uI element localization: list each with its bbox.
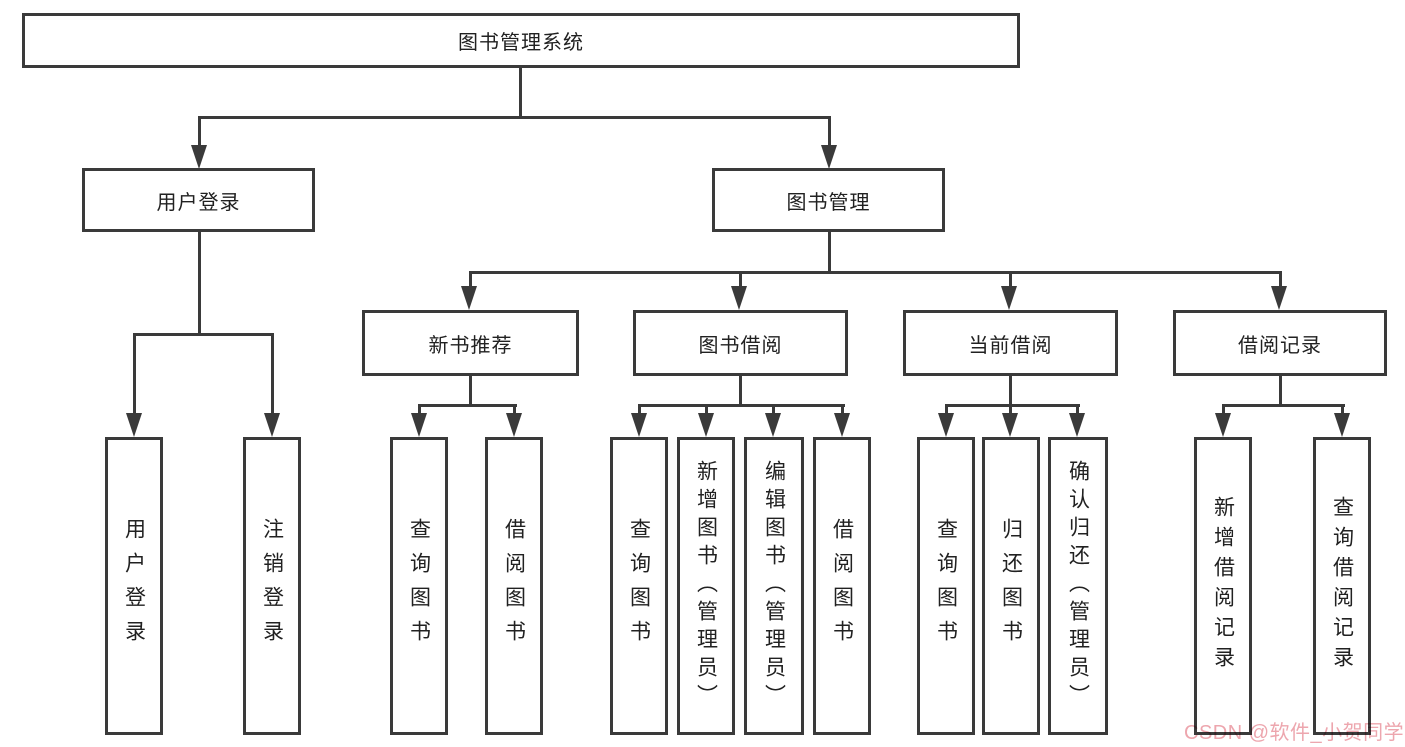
connector-drop-b1 bbox=[418, 404, 421, 415]
arrow-to-current-borrow bbox=[1001, 286, 1017, 310]
node-new-books-label: 新书推荐 bbox=[428, 334, 513, 357]
connector-borrow-records-stem bbox=[1279, 376, 1282, 407]
node-edit-book-admin-label: 编辑图书（管理员） bbox=[762, 460, 786, 712]
node-current-query: 查询图书 bbox=[917, 437, 975, 735]
connector-user-login-branch bbox=[133, 333, 274, 336]
arrow-to-e1 bbox=[1215, 413, 1231, 437]
arrow-to-d2 bbox=[1002, 413, 1018, 437]
node-borrow-book-label: 借阅图书 bbox=[830, 518, 854, 654]
connector-drop-c4 bbox=[841, 404, 844, 415]
connector-drop-book-borrow bbox=[739, 271, 742, 288]
node-newbooks-borrow: 借阅图书 bbox=[485, 437, 543, 735]
node-new-books: 新书推荐 bbox=[362, 310, 579, 376]
arrow-to-c4 bbox=[834, 413, 850, 437]
connector-drop-borrow-records bbox=[1279, 271, 1282, 288]
connector-drop-e1 bbox=[1222, 404, 1225, 415]
connector-new-books-stem bbox=[469, 376, 472, 407]
node-add-borrow-record: 新增借阅记录 bbox=[1194, 437, 1252, 735]
connector-drop-c3 bbox=[772, 404, 775, 415]
arrow-to-e2 bbox=[1334, 413, 1350, 437]
connector-current-borrow-branch bbox=[945, 404, 1080, 407]
arrow-to-logout bbox=[264, 413, 280, 437]
node-book-borrow: 图书借阅 bbox=[633, 310, 848, 376]
node-newbooks-query: 查询图书 bbox=[390, 437, 448, 735]
node-root: 图书管理系统 bbox=[22, 13, 1020, 68]
node-current-borrow-label: 当前借阅 bbox=[968, 334, 1053, 357]
node-query-borrow-record-label: 查询借阅记录 bbox=[1330, 496, 1354, 676]
node-add-borrow-record-label: 新增借阅记录 bbox=[1211, 496, 1235, 676]
connector-drop-d1 bbox=[945, 404, 948, 415]
arrow-to-c1 bbox=[631, 413, 647, 437]
arrow-to-d3 bbox=[1069, 413, 1085, 437]
arrow-to-user-login bbox=[191, 145, 207, 169]
node-add-book-admin: 新增图书（管理员） bbox=[677, 437, 735, 735]
node-login: 用户登录 bbox=[105, 437, 163, 735]
node-borrow-records-label: 借阅记录 bbox=[1238, 334, 1322, 357]
node-borrow-query: 查询图书 bbox=[610, 437, 668, 735]
watermark: CSDN @软件_小贺同学 bbox=[1184, 722, 1405, 744]
connector-drop-book-mgmt bbox=[828, 116, 831, 146]
node-book-mgmt-label: 图书管理 bbox=[786, 191, 871, 214]
connector-drop-c1 bbox=[638, 404, 641, 415]
node-logout-label: 注销登录 bbox=[260, 518, 284, 654]
connector-current-borrow-stem bbox=[1009, 376, 1012, 407]
node-login-label: 用户登录 bbox=[122, 518, 146, 654]
node-user-login-label: 用户登录 bbox=[156, 191, 241, 214]
connector-new-books-branch bbox=[418, 404, 517, 407]
connector-drop-current-borrow bbox=[1009, 271, 1012, 288]
connector-book-borrow-branch bbox=[638, 404, 845, 407]
connector-root-stem bbox=[519, 68, 522, 119]
arrow-to-book-borrow bbox=[731, 286, 747, 310]
node-root-label: 图书管理系统 bbox=[458, 32, 584, 54]
connector-borrow-records-branch bbox=[1222, 404, 1345, 407]
connector-root-branch bbox=[198, 116, 831, 119]
connector-drop-new-books bbox=[469, 271, 472, 288]
node-borrow-query-label: 查询图书 bbox=[627, 518, 651, 654]
connector-drop-e2 bbox=[1341, 404, 1344, 415]
connector-drop-login bbox=[133, 333, 136, 414]
node-newbooks-borrow-label: 借阅图书 bbox=[502, 518, 526, 654]
arrow-to-d1 bbox=[938, 413, 954, 437]
connector-book-borrow-stem bbox=[739, 376, 742, 407]
arrow-to-new-books bbox=[461, 286, 477, 310]
connector-user-login-stem bbox=[198, 232, 201, 335]
connector-drop-d3 bbox=[1076, 404, 1079, 415]
node-return-book: 归还图书 bbox=[982, 437, 1040, 735]
arrow-to-book-mgmt bbox=[821, 145, 837, 169]
node-return-book-label: 归还图书 bbox=[999, 518, 1023, 654]
node-borrow-book: 借阅图书 bbox=[813, 437, 871, 735]
node-book-mgmt: 图书管理 bbox=[712, 168, 945, 232]
arrow-to-borrow-records bbox=[1271, 286, 1287, 310]
node-add-book-admin-label: 新增图书（管理员） bbox=[694, 460, 718, 712]
connector-book-mgmt-stem bbox=[828, 232, 831, 273]
node-current-borrow: 当前借阅 bbox=[903, 310, 1118, 376]
node-confirm-return-admin-label: 确认归还（管理员） bbox=[1066, 460, 1090, 712]
connector-drop-c2 bbox=[705, 404, 708, 415]
connector-drop-b2 bbox=[513, 404, 516, 415]
connector-drop-d2 bbox=[1009, 404, 1012, 415]
node-current-query-label: 查询图书 bbox=[934, 518, 958, 654]
node-query-borrow-record: 查询借阅记录 bbox=[1313, 437, 1371, 735]
arrow-to-c3 bbox=[765, 413, 781, 437]
node-edit-book-admin: 编辑图书（管理员） bbox=[744, 437, 804, 735]
node-newbooks-query-label: 查询图书 bbox=[407, 518, 431, 654]
arrow-to-login bbox=[126, 413, 142, 437]
node-logout: 注销登录 bbox=[243, 437, 301, 735]
arrow-to-b2 bbox=[506, 413, 522, 437]
node-borrow-records: 借阅记录 bbox=[1173, 310, 1387, 376]
arrow-to-c2 bbox=[698, 413, 714, 437]
arrow-to-b1 bbox=[411, 413, 427, 437]
connector-drop-logout bbox=[271, 333, 274, 414]
node-confirm-return-admin: 确认归还（管理员） bbox=[1048, 437, 1108, 735]
connector-book-mgmt-branch bbox=[469, 271, 1282, 274]
node-user-login: 用户登录 bbox=[82, 168, 315, 232]
connector-drop-user-login bbox=[198, 116, 201, 146]
node-book-borrow-label: 图书借阅 bbox=[698, 334, 783, 357]
